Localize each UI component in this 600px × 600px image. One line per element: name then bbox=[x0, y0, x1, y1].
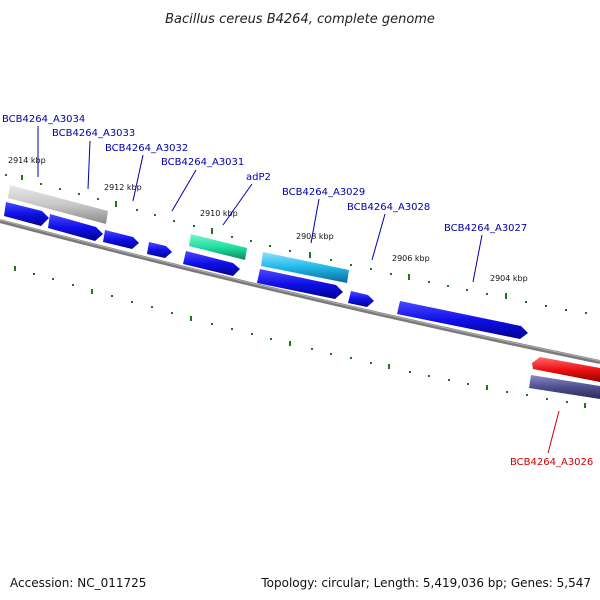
feature-label-a3033[interactable]: BCB4264_A3033 bbox=[52, 128, 135, 139]
feature-label-a3027[interactable]: BCB4264_A3027 bbox=[444, 223, 527, 234]
gene-arrow-a3032[interactable] bbox=[103, 230, 139, 249]
gene-arrow-a3026[interactable] bbox=[532, 357, 600, 382]
kbp-label-2908: 2908 kbp bbox=[296, 232, 334, 241]
feature-label-a3032[interactable]: BCB4264_A3032 bbox=[105, 143, 188, 154]
topology-text: Topology: circular; Length: 5,419,036 bp… bbox=[260, 576, 591, 590]
outer-tick-row bbox=[5, 174, 587, 314]
gene-arrow-a3027[interactable] bbox=[397, 301, 528, 339]
gene-bar-gray[interactable] bbox=[8, 185, 108, 224]
feature-label-a3034[interactable]: BCB4264_A3034 bbox=[2, 114, 85, 125]
kbp-label-2904: 2904 kbp bbox=[490, 274, 528, 283]
gene-arrow-a3029[interactable] bbox=[257, 269, 343, 299]
kbp-label-2906: 2906 kbp bbox=[392, 254, 430, 263]
kbp-label-2910: 2910 kbp bbox=[200, 209, 238, 218]
feature-label-a3028[interactable]: BCB4264_A3028 bbox=[347, 202, 430, 213]
gene-arrow-a3028[interactable] bbox=[348, 291, 374, 307]
kbp-label-2912: 2912 kbp bbox=[104, 183, 142, 192]
leader-lines bbox=[37, 126, 560, 454]
feature-label-a3026[interactable]: BCB4264_A3026 bbox=[510, 457, 593, 468]
accession-text: Accession: NC_011725 bbox=[10, 576, 146, 590]
feature-label-a3029[interactable]: BCB4264_A3029 bbox=[282, 187, 365, 198]
gene-arrow-a3033[interactable] bbox=[48, 214, 103, 241]
gene-bar-teal[interactable] bbox=[189, 234, 247, 260]
feature-label-adp2[interactable]: adP2 bbox=[246, 172, 271, 183]
gene-arrow-adp2[interactable] bbox=[183, 251, 240, 276]
gene-arrow-a3034[interactable] bbox=[4, 202, 49, 226]
feature-label-a3031[interactable]: BCB4264_A3031 bbox=[161, 157, 244, 168]
genome-backbone bbox=[0, 219, 600, 364]
gene-bar-slate[interactable] bbox=[529, 375, 600, 399]
gene-bar-cyan[interactable] bbox=[261, 252, 349, 283]
kbp-label-2914: 2914 kbp bbox=[8, 156, 46, 165]
inner-tick-row bbox=[14, 266, 586, 408]
map-title: Bacillus cereus B4264, complete genome bbox=[165, 12, 435, 27]
gene-arrow-a3031[interactable] bbox=[147, 242, 172, 258]
